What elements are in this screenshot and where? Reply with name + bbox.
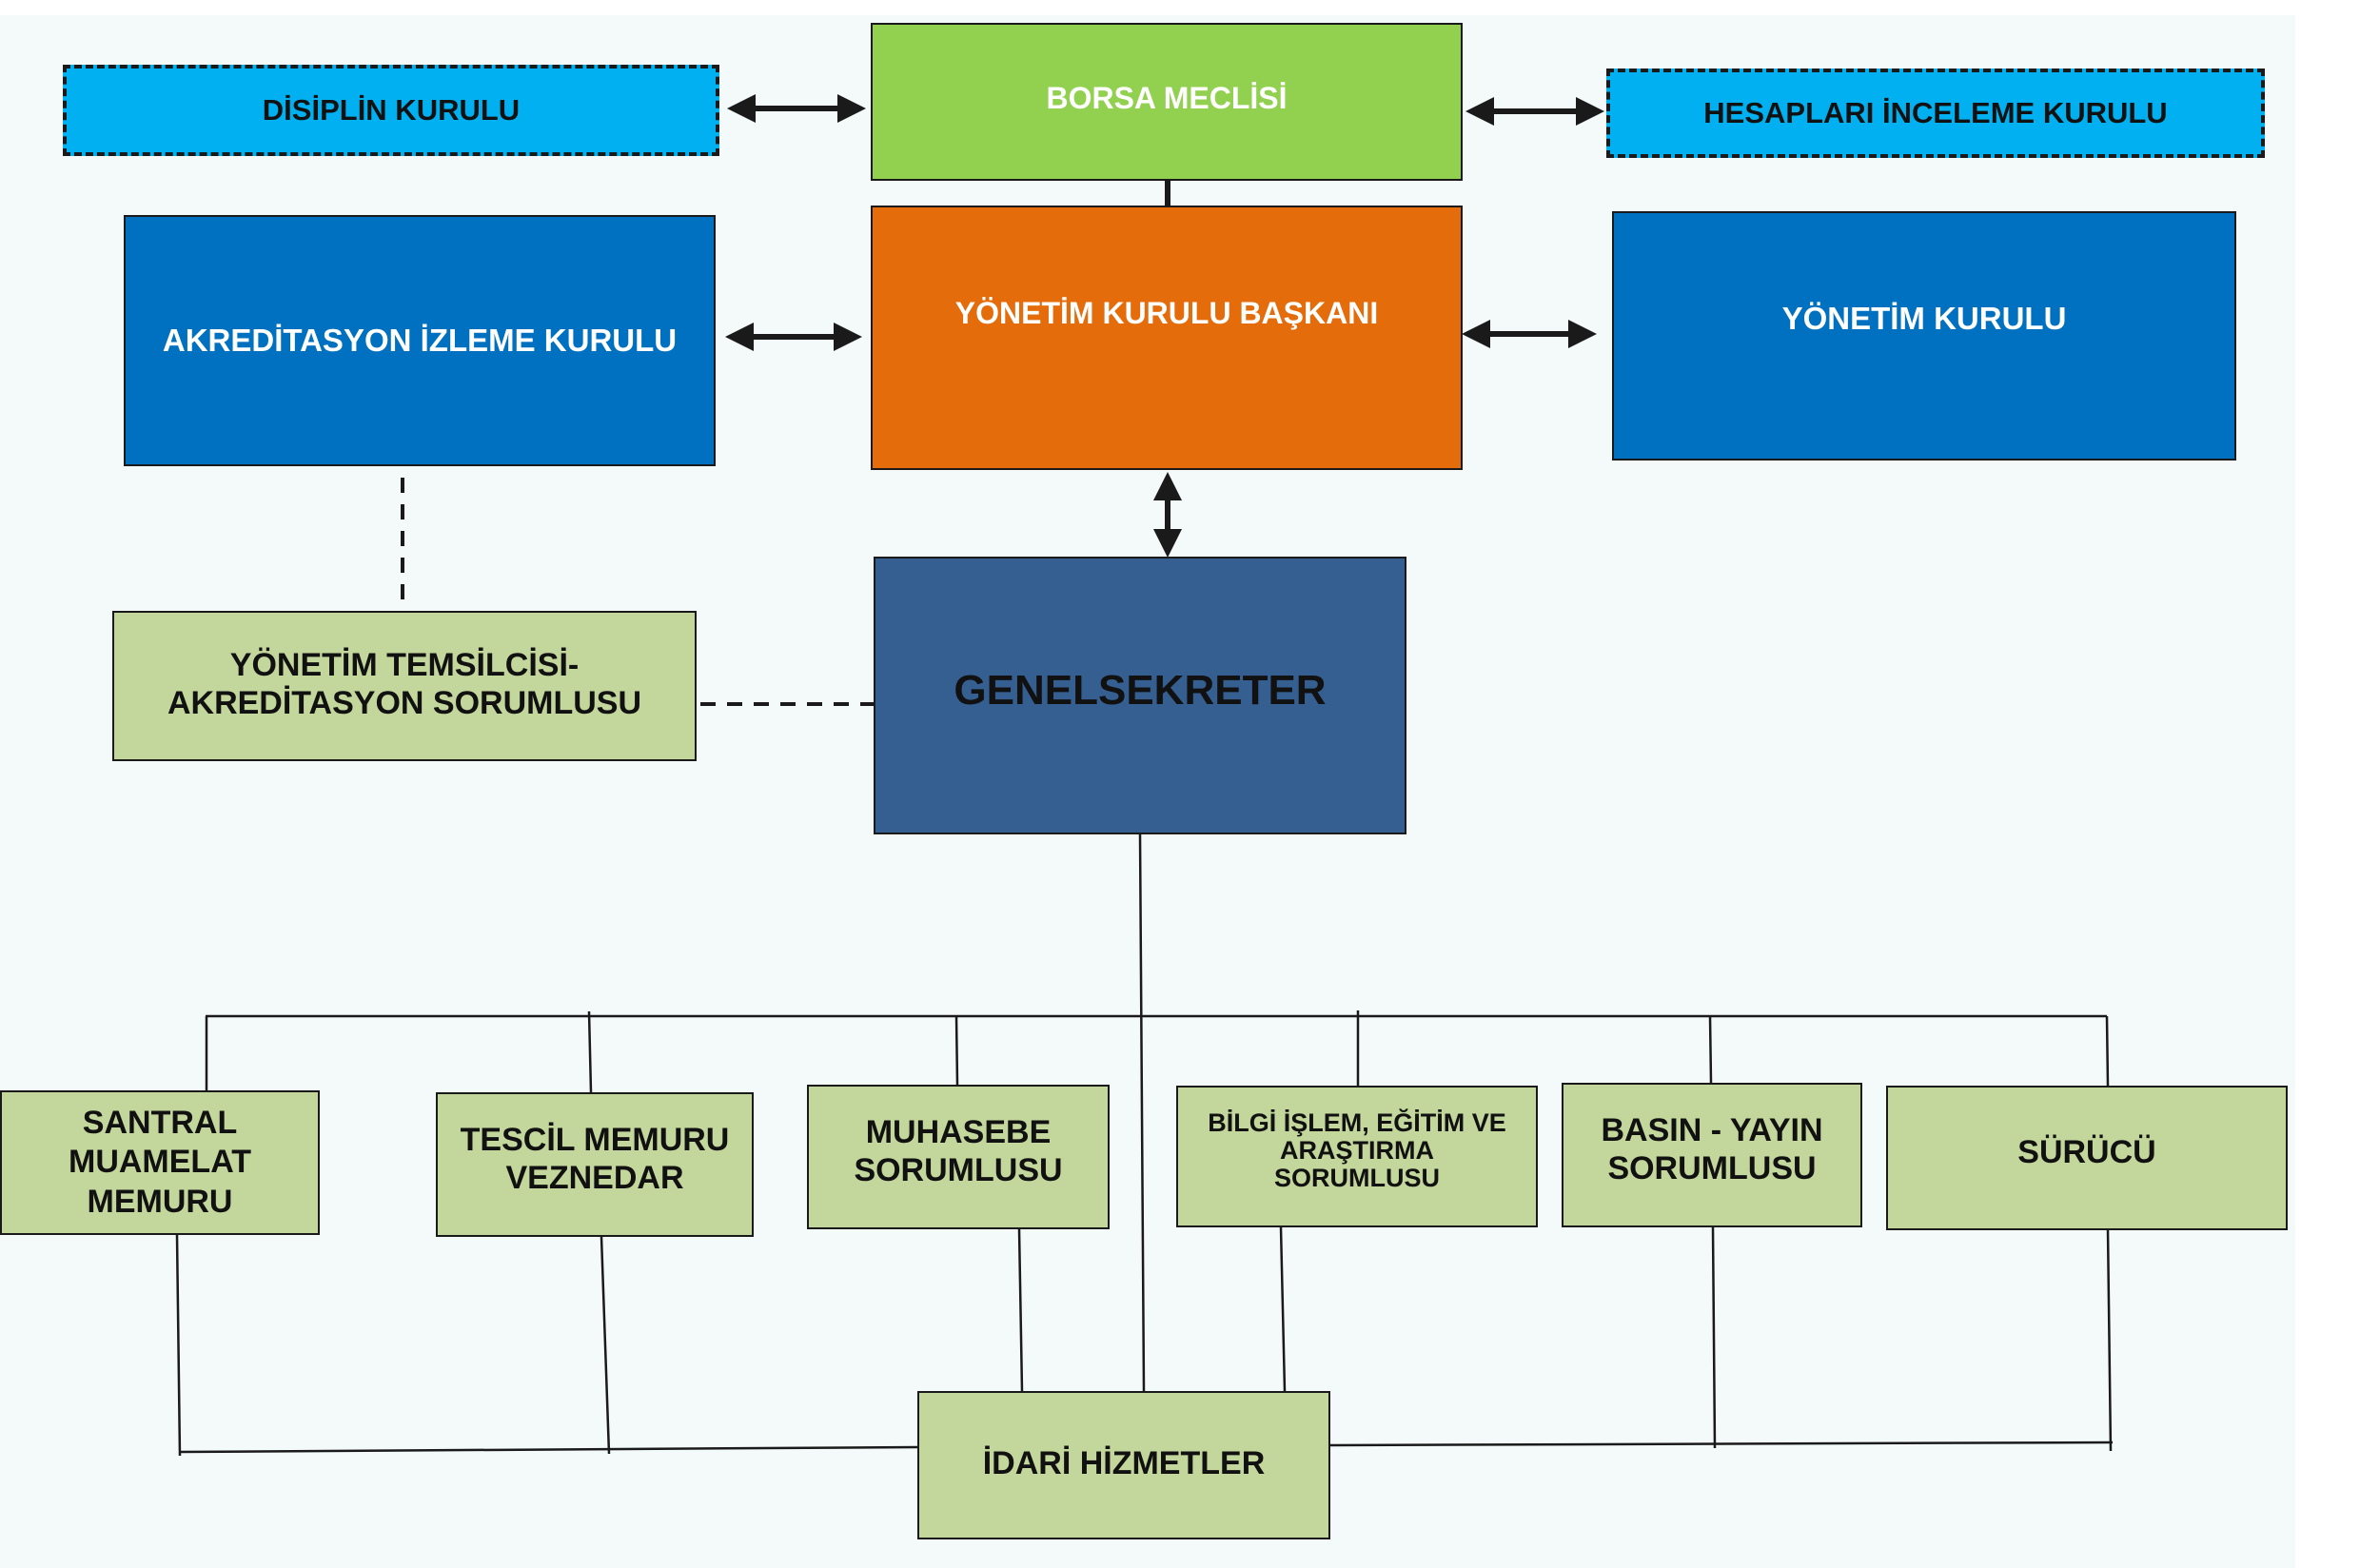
yonetim-kurulu-baskani-label: YÖNETİM KURULU BAŞKANI [954,296,1379,331]
akreditasyon-izleme-kurulu-box: AKREDİTASYON İZLEME KURULU [124,215,716,466]
yonetim-temsilcisi-line1: YÖNETİM TEMSİLCİSİ- [229,646,580,683]
genel-sekreter-box: GENELSEKRETER [874,557,1406,834]
surucu-box: SÜRÜCÜ [1886,1086,2288,1230]
santral-muamelat-memuru-box: SANTRAL MUAMELAT MEMURU [0,1090,320,1235]
line-drop-basin [1708,1015,1713,1084]
line-drop-surucu [2105,1015,2110,1087]
borsa-meclisi-box: BORSA MECLİSİ [871,23,1463,181]
basin-yayin-sorumlusu-box: BASIN - YAYIN SORUMLUSU [1562,1083,1862,1227]
idari-hizmetler-box: İDARİ HİZMETLER [917,1391,1330,1539]
tescil-line2: VEZNEDAR [505,1160,684,1196]
disiplin-kurulu-box: DİSİPLİN KURULU [63,65,719,156]
santral-line1: SANTRAL [82,1104,238,1141]
line-drop-tescil [587,1010,593,1093]
line-drop-muhasebe [954,1015,959,1086]
line-up-surucu [2106,1227,2113,1452]
idari-hizmetler-label: İDARİ HİZMETLER [982,1444,1266,1481]
bilgi-line2: ARAŞTIRMA [1280,1135,1434,1165]
line-up-bilgi [1279,1226,1287,1392]
yonetim-temsilcisi-line2: AKREDİTASYON SORUMLUSU [167,685,642,721]
muhasebe-line2: SORUMLUSU [854,1152,1063,1188]
tescil-line1: TESCİL MEMURU [460,1121,730,1158]
disiplin-kurulu-label: DİSİPLİN KURULU [262,92,521,127]
muhasebe-sorumlusu-box: MUHASEBE SORUMLUSU [807,1085,1110,1229]
bilgi-line3: SORUMLUSU [1274,1164,1440,1193]
line-bottom-right [1329,1441,2114,1447]
yonetim-kurulu-box: YÖNETİM KURULU [1612,211,2236,461]
hesaplari-inceleme-kurulu-label: HESAPLARI İNCELEME KURULU [1703,95,2168,129]
muhasebe-line1: MUHASEBE [865,1113,1052,1150]
surucu-label: SÜRÜCÜ [2017,1133,2156,1170]
line-up-muhasebe [1017,1228,1024,1392]
basin-line2: SORUMLUSU [1607,1150,1817,1186]
hesaplari-inceleme-kurulu-box: HESAPLARI İNCELEME KURULU [1606,69,2265,158]
yonetim-temsilcisi-box: YÖNETİM TEMSİLCİSİ- AKREDİTASYON SORUMLU… [112,611,697,761]
borsa-meclisi-label: BORSA MECLİSİ [1046,81,1288,116]
santral-line3: MEMURU [87,1183,233,1220]
genel-sekreter-label: GENELSEKRETER [954,667,1327,715]
tescil-memuru-veznedar-box: TESCİL MEMURU VEZNEDAR [436,1092,754,1237]
bilgi-islem-egitim-arastirma-sorumlusu-box: BİLGİ İŞLEM, EĞİTİM VE ARAŞTIRMA SORUMLU… [1176,1086,1538,1227]
yonetim-kurulu-baskani-box: YÖNETİM KURULU BAŞKANI [871,206,1463,470]
santral-line2: MUAMELAT [69,1144,251,1181]
bilgi-line1: BİLGİ İŞLEM, EĞİTİM VE [1208,1107,1506,1137]
line-up-basin [1711,1226,1717,1449]
akreditasyon-izleme-kurulu-label: AKREDİTASYON İZLEME KURULU [162,322,678,358]
line-up-santral [175,1234,182,1457]
line-up-tescil [600,1236,611,1455]
yonetim-kurulu-label: YÖNETİM KURULU [1781,300,2067,336]
line-bottom-left [179,1445,918,1454]
basin-line1: BASIN - YAYIN [1601,1111,1823,1148]
line-genelsekreter-down [1138,833,1146,1392]
